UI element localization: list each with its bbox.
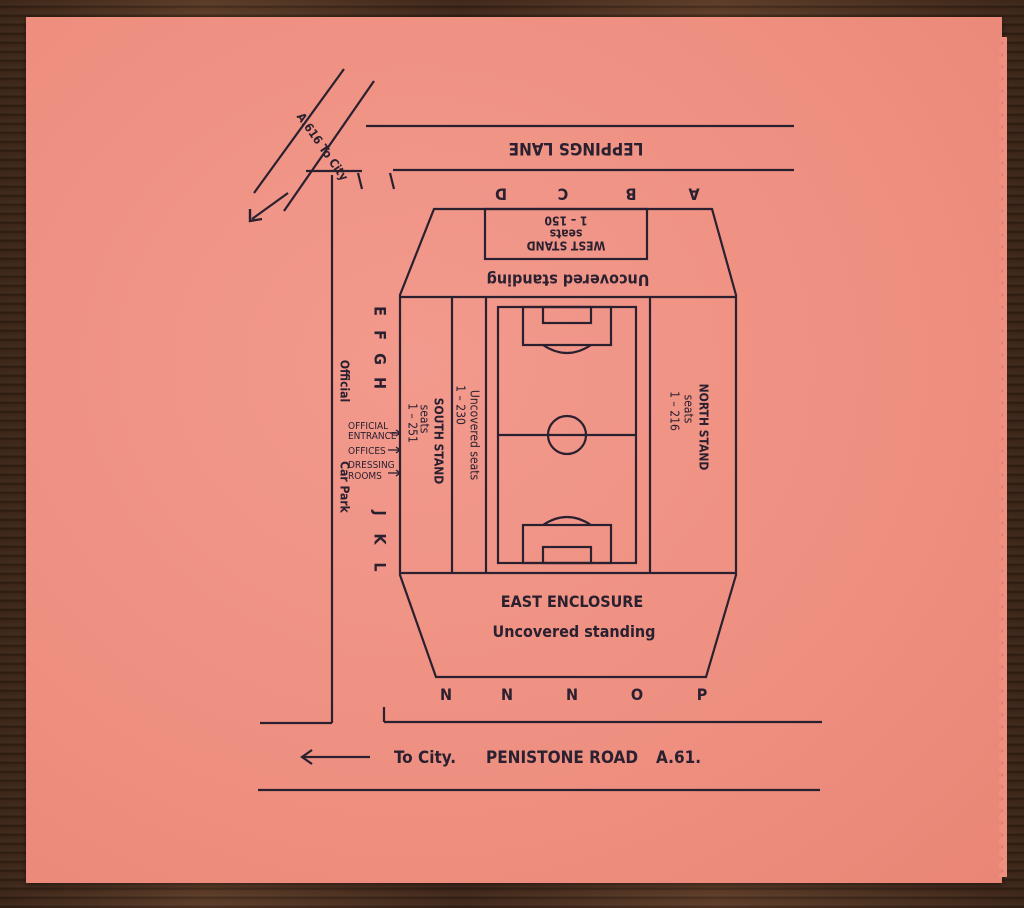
gate-g: G: [371, 353, 390, 365]
uncovered-seats-name: Uncovered seats: [468, 390, 482, 481]
pitch-penalty-box-top: [521, 305, 613, 347]
car-park-line2: Car Park: [338, 461, 352, 513]
pitch-penalty-arc-top: [542, 344, 592, 355]
gate-l: L: [371, 562, 390, 571]
gate-h: H: [371, 377, 390, 389]
entrance-label-rooms: ROOMS: [348, 471, 382, 482]
a616-label: A.616 To City: [294, 110, 351, 183]
gate-a: A: [688, 185, 700, 204]
west-stand-name: WEST STAND: [527, 239, 606, 253]
west-standing-label: Uncovered standing: [487, 271, 650, 290]
gate-j: J: [371, 509, 390, 515]
gate-p: P: [697, 685, 708, 704]
a616-road-edge-lower: [283, 80, 375, 212]
pitch-goal-box-top: [541, 305, 593, 325]
penistone-road-label: PENISTONE ROAD: [486, 748, 638, 768]
gate-k: K: [371, 533, 390, 545]
south-stand-seats-label: seats: [418, 405, 432, 434]
to-city-arrow: [300, 749, 370, 765]
pitch-centre-circle: [546, 414, 588, 456]
west-stand-seats-label: seats: [550, 227, 583, 241]
west-stand-box: [483, 207, 649, 261]
east-enclosure-name: EAST ENCLOSURE: [501, 592, 643, 611]
gate-o: O: [631, 685, 643, 704]
entrance-label-entrance: ENTRANCE: [348, 431, 397, 442]
stadium-map: LEPPINGS LANE A.616 To City A B C D WEST…: [248, 68, 822, 792]
south-stand-range: 1 – 251: [406, 403, 420, 443]
pitch-penalty-box-bottom: [521, 523, 613, 565]
entrance-label-dressing: DRESSING: [348, 460, 395, 471]
gate-n-2: N: [501, 685, 513, 704]
entrance-arrows: [388, 429, 402, 477]
gate-n-3: N: [566, 685, 578, 704]
entrance-label-official: OFFICIAL: [348, 421, 388, 432]
pitch-goal-box-bottom: [541, 545, 593, 565]
north-stand-seats-label: seats: [682, 395, 696, 424]
east-enclosure-standing: Uncovered standing: [493, 622, 656, 641]
gate-e: E: [371, 306, 390, 316]
uncovered-seats-range: 1 – 230: [454, 385, 468, 425]
gate-b: B: [626, 185, 637, 204]
gate-c: C: [558, 185, 569, 204]
north-stand-name: NORTH STAND: [697, 384, 711, 471]
south-stand-name: SOUTH STAND: [432, 398, 446, 484]
gate-n-1: N: [440, 685, 452, 704]
car-park-road-kerb: [356, 172, 364, 190]
perforated-edge: [999, 37, 1007, 877]
stadium-outline: [398, 207, 738, 679]
a616-arrow: [248, 192, 289, 223]
to-city-label: To City.: [394, 748, 456, 768]
entrance-label-offices: OFFICES: [348, 446, 386, 457]
ticket: LEPPINGS LANE A.616 To City A B C D WEST…: [26, 17, 1007, 883]
west-stand-range: 1 – 150: [545, 214, 588, 228]
road-kerb-left: [388, 172, 396, 190]
pitch-penalty-arc-bottom: [542, 515, 592, 526]
car-park-line1: Official: [338, 360, 352, 402]
gate-d: D: [495, 185, 507, 204]
leppings-lane-label: LEPPINGS LANE: [509, 138, 644, 158]
a616-road-edge-upper: [253, 68, 345, 194]
gate-f: F: [371, 330, 390, 340]
a61-label: A.61.: [656, 748, 701, 768]
north-stand-range: 1 – 216: [668, 391, 682, 431]
